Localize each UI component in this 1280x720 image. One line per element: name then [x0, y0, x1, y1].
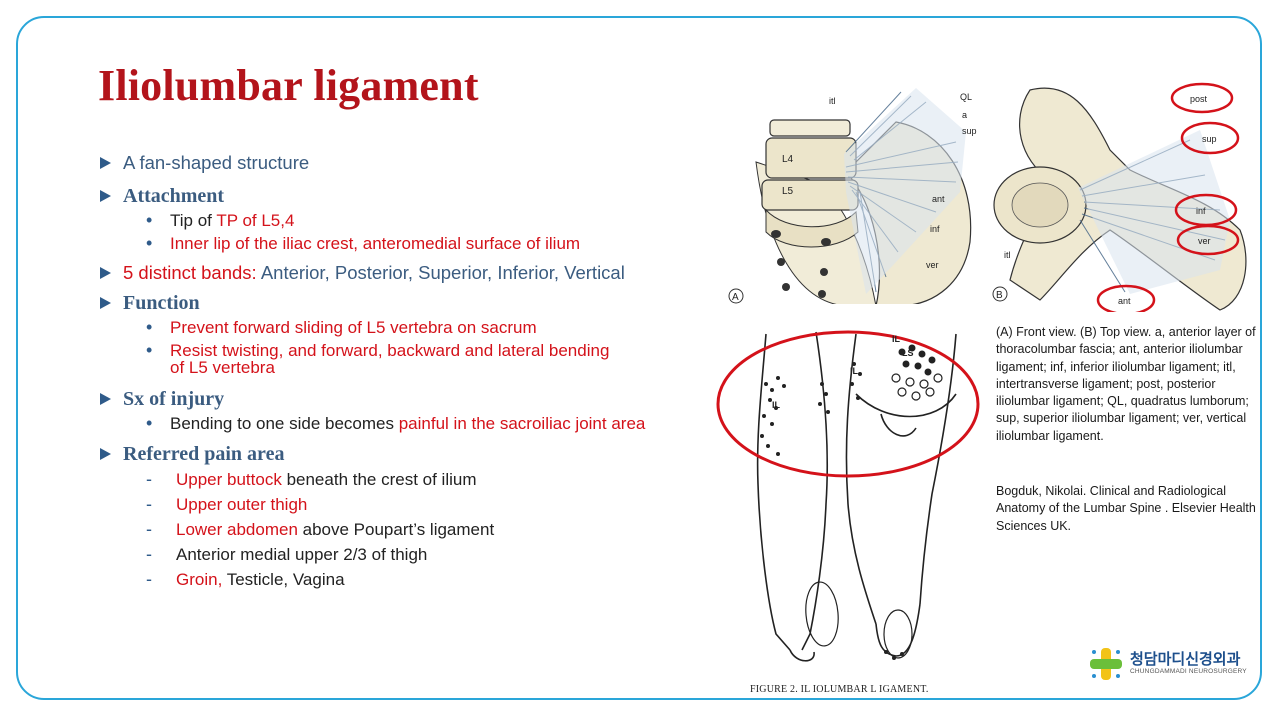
referred-item-groin: Groin, Testicle, Vagina: [98, 569, 678, 590]
figure-2-label: FIGURE 2. IL IOLUMBAR L IGAMENT.: [750, 684, 929, 695]
function-item-resist: Resist twisting, and forward, backward a…: [98, 341, 610, 377]
function-heading-text: Function: [123, 292, 200, 314]
referred-groin-red: Groin,: [176, 570, 223, 589]
referred-buttock-rest: beneath the crest of ilium: [281, 470, 477, 489]
bullet-injury-heading: Sx of injury: [98, 389, 678, 409]
attachment-tp-prefix: Tip of: [170, 210, 217, 230]
fig-b-label-itl: itl: [1004, 250, 1011, 260]
figure-caption: (A) Front view. (B) Top view. a, anterio…: [996, 325, 1256, 443]
referred-thigh-red: Upper outer thigh: [176, 495, 308, 514]
bullet-fan-text: A fan-shaped structure: [123, 152, 310, 173]
clinic-name-korean: 청담마디신경외과: [1130, 651, 1241, 668]
referred-abdomen-rest: above Poupart’s ligament: [297, 520, 495, 539]
fig-a-label-ver: ver: [926, 260, 939, 270]
bullet-list: A fan-shaped structure Attachment Tip of…: [98, 150, 678, 590]
fig-a-panel-label: A: [732, 292, 739, 303]
attachment-iliac-text: Inner lip of the iliac crest, anteromedi…: [170, 233, 581, 253]
fig-a-label-l4: L4: [782, 154, 794, 165]
referred-medial-text: Anterior medial upper 2/3 of thigh: [176, 545, 428, 564]
fig-a-label-a: a: [962, 110, 967, 120]
referred-item-abdomen: Lower abdomen above Poupart’s ligament: [98, 519, 678, 540]
referred-item-medial-thigh: Anterior medial upper 2/3 of thigh: [98, 544, 678, 565]
slide-frame: [16, 16, 1262, 700]
body-label-ls: LS: [902, 348, 914, 358]
fig-b-label-inf: inf: [1196, 206, 1206, 216]
figure-reference: Bogduk, Nikolai. Clinical and Radiologic…: [996, 484, 1256, 533]
referred-item-thigh: Upper outer thigh: [98, 494, 678, 515]
injury-heading-text: Sx of injury: [123, 388, 225, 410]
figure-b-top-view: post sup inf ver itl ant B: [990, 80, 1254, 312]
injury-red: painful in the sacroiliac joint area: [398, 414, 646, 433]
injury-prefix: Bending to one side becomes: [170, 414, 399, 433]
attachment-item-tp: Tip of TP of L5,4: [98, 210, 678, 230]
fig-a-label-inf: inf: [930, 224, 940, 234]
fig-b-panel-label: B: [996, 290, 1003, 301]
body-label-il-left: IL: [772, 400, 781, 410]
figure-a-front-view: itl QL a sup L4 L5 ant inf ver A: [726, 82, 982, 308]
referred-pain-body-diagram: IL LS IL IL: [706, 304, 986, 680]
referred-buttock-red: Upper buttock: [176, 470, 282, 489]
attachment-item-iliac: Inner lip of the iliac crest, anteromedi…: [98, 233, 678, 253]
bullet-bands: 5 distinct bands: Anterior, Posterior, S…: [98, 261, 678, 283]
fig-a-label-l5: L5: [782, 186, 794, 197]
bands-list: Anterior, Posterior, Superior, Inferior,…: [260, 261, 625, 283]
fig-a-label-ant: ant: [932, 194, 945, 204]
fig-a-label-sup: sup: [962, 126, 977, 136]
slide-title: Iliolumbar ligament: [98, 61, 479, 110]
fig-b-label-ver: ver: [1198, 236, 1211, 246]
fig-b-label-sup: sup: [1202, 134, 1217, 144]
clinic-logo-icon: [1090, 648, 1122, 680]
injury-item: Bending to one side becomes painful in t…: [98, 414, 650, 433]
attachment-tp-red: TP of L5,4: [216, 210, 295, 230]
fig-b-label-post: post: [1190, 94, 1208, 104]
referred-heading-text: Referred pain area: [123, 443, 285, 465]
bullet-fan-shaped: A fan-shaped structure: [98, 152, 678, 173]
fig-a-label-ql: QL: [960, 92, 972, 102]
clinic-name-english: CHUNGDAMMADI NEUROSURGERY: [1130, 668, 1247, 675]
function-resist-text: Resist twisting, and forward, backward a…: [170, 341, 610, 377]
function-item-prevent: Prevent forward sliding of L5 vertebra o…: [98, 318, 678, 337]
bullet-function-heading: Function: [98, 293, 678, 313]
bullet-attachment-heading: Attachment: [98, 186, 678, 206]
body-label-il-top: IL: [892, 334, 901, 344]
referred-abdomen-red: Lower abdomen: [176, 520, 298, 539]
bands-prefix: 5 distinct bands:: [123, 261, 261, 283]
referred-groin-rest: Testicle, Vagina: [222, 570, 345, 589]
referred-item-buttock: Upper buttock beneath the crest of ilium: [98, 469, 678, 490]
attachment-heading-text: Attachment: [123, 184, 225, 207]
function-prevent-text: Prevent forward sliding of L5 vertebra o…: [170, 318, 537, 337]
clinic-logo: 청담마디신경외과 CHUNGDAMMADI NEUROSURGERY: [1088, 644, 1247, 688]
fig-b-label-ant: ant: [1118, 296, 1131, 306]
body-label-il-mid: IL: [850, 366, 859, 376]
fig-a-label-itl: itl: [829, 96, 836, 106]
bullet-referred-heading: Referred pain area: [98, 444, 678, 464]
